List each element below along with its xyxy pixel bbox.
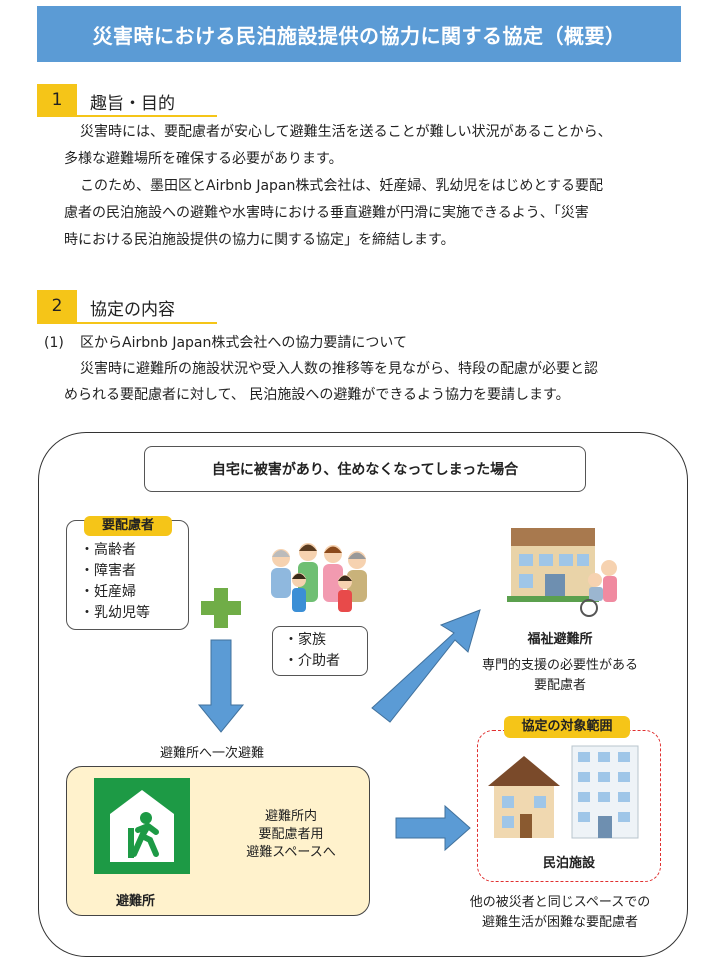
section-1-heading: 趣旨・目的 xyxy=(90,94,175,114)
needs-list: ・高齢者 ・障害者 ・妊産婦 ・乳幼児等 xyxy=(80,540,150,624)
section-1-line-2: 多様な避難場所を確保する必要があります。 xyxy=(64,151,343,167)
primary-evac-label: 避難所へ一次避難 xyxy=(160,746,265,761)
welfare-desc-line: 専門的支援の必要性がある xyxy=(481,658,638,673)
minpaku-desc: 他の被災者と同じスペースでの 避難生活が困難な要配慮者 xyxy=(440,893,680,933)
emergency-exit-icon xyxy=(94,778,190,874)
section-2-line-1: 災害時に避難所の施設状況や受入人数の推移等を見ながら、特段の配慮が必要と認 xyxy=(80,361,598,377)
needs-item: ・障害者 xyxy=(80,563,136,579)
house-icon xyxy=(488,756,560,838)
section-2-item-number: (1) xyxy=(44,335,64,351)
minpaku-label: 民泊施設 xyxy=(542,856,595,871)
family-list: ・家族 ・介助者 xyxy=(284,630,340,672)
welfare-label: 福祉避難所 xyxy=(527,632,593,647)
needs-box xyxy=(66,520,189,630)
section-1-line-5: 時における民泊施設提供の協力に関する協定」を締結します。 xyxy=(64,232,455,248)
needs-item: ・乳幼児等 xyxy=(80,605,150,621)
family-item: ・家族 xyxy=(284,632,326,648)
family-item: ・介助者 xyxy=(284,653,340,669)
case-text: 自宅に被害があり、住めなくなってしまった場合 xyxy=(211,462,519,478)
section-2-line-2: められる要配慮者に対して、 民泊施設への避難ができるよう協力を要請します。 xyxy=(64,387,570,403)
scope-tag: 協定の対象範囲 xyxy=(504,716,630,738)
plus-icon xyxy=(201,588,241,628)
right-arrow-icon xyxy=(395,804,471,852)
apartment-icon xyxy=(571,745,639,839)
minpaku-desc-line: 他の被災者と同じスペースでの xyxy=(469,895,651,910)
diagonal-arrow-icon xyxy=(371,609,481,723)
section-1-line-3: このため、墨田区とAirbnb Japan株式会社は、妊産婦、乳幼児をはじめとす… xyxy=(80,178,603,194)
section-1-underline xyxy=(37,115,217,117)
title-bar: 災害時における民泊施設提供の協力に関する協定（概要） xyxy=(37,6,681,62)
welfare-desc: 専門的支援の必要性がある 要配慮者 xyxy=(460,656,660,696)
welfare-building-illustration xyxy=(507,528,617,617)
shelter-inner-line: 避難所内 xyxy=(264,809,317,824)
family-box xyxy=(272,626,368,676)
shelter-label: 避難所 xyxy=(116,894,156,909)
family-icon xyxy=(271,543,367,612)
needs-item: ・妊産婦 xyxy=(80,584,136,600)
welfare-building-icon xyxy=(507,528,617,617)
page-title: 災害時における民泊施設提供の協力に関する協定（概要） xyxy=(92,23,626,48)
section-2-underline xyxy=(37,322,217,324)
needs-tag: 要配慮者 xyxy=(84,516,172,536)
down-arrow-icon xyxy=(197,639,245,733)
shelter-inner-text: 避難所内 要配慮者用 避難スペースへ xyxy=(236,808,346,862)
exit-sign xyxy=(94,778,190,874)
section-2-heading: 協定の内容 xyxy=(90,300,175,320)
minpaku-desc-line: 避難生活が困難な要配慮者 xyxy=(481,915,638,930)
shelter-inner-line: 避難スペースへ xyxy=(246,845,336,860)
welfare-desc-line: 要配慮者 xyxy=(533,678,586,693)
section-2-item-heading: 区からAirbnb Japan株式会社への協力要請について xyxy=(80,335,407,351)
diagram-frame xyxy=(38,432,688,957)
needs-item: ・高齢者 xyxy=(80,542,136,558)
minpaku-illustration xyxy=(488,745,639,839)
section-1-line-4: 慮者の民泊施設への避難や水害時における垂直避難が円滑に実施できるよう、「災害 xyxy=(64,205,589,221)
case-box: 自宅に被害があり、住めなくなってしまった場合 xyxy=(144,446,586,492)
section-1-number: 1 xyxy=(37,84,77,116)
section-2-number: 2 xyxy=(37,290,77,322)
family-illustration xyxy=(271,543,367,612)
shelter-inner-line: 要配慮者用 xyxy=(258,827,324,842)
section-1-line-1: 災害時には、要配慮者が安心して避難生活を送ることが難しい状況があることから、 xyxy=(80,124,612,140)
